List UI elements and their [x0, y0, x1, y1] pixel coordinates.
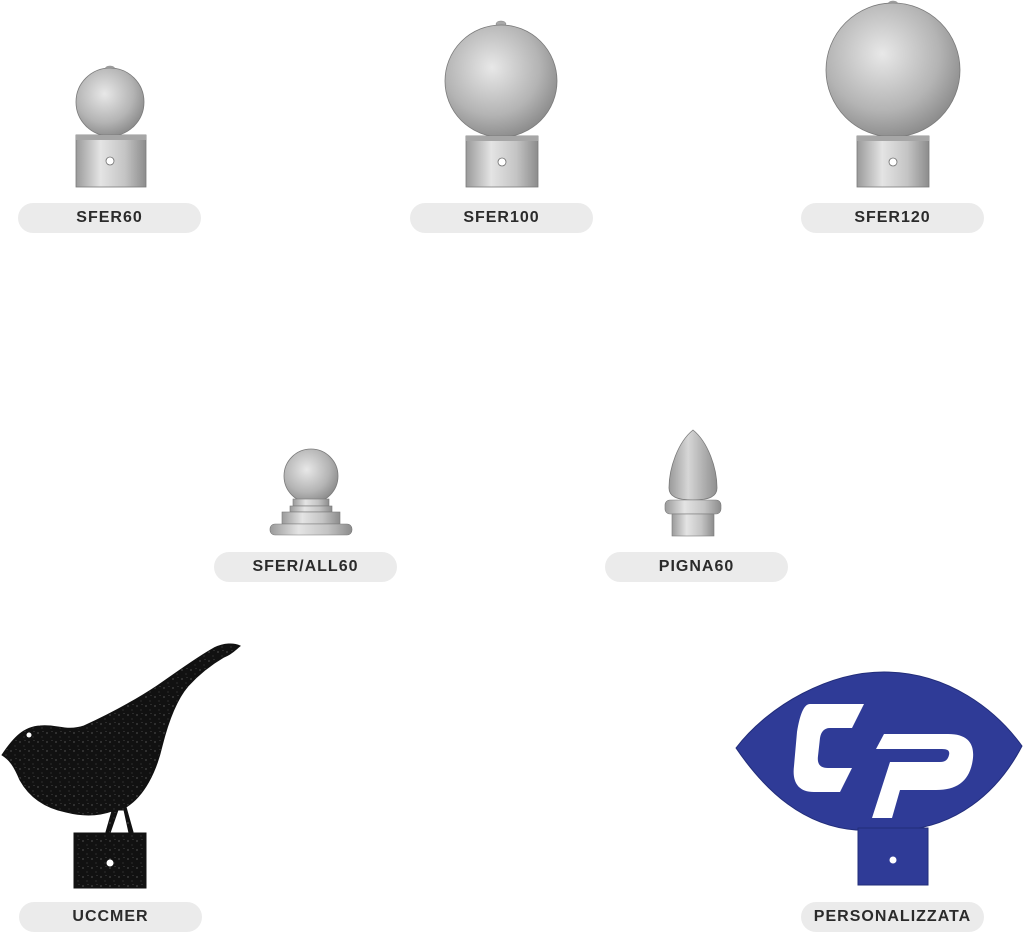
- sfer120-ball-cap-image: [825, 0, 961, 188]
- product-sfer100[interactable]: SFER100: [400, 0, 620, 240]
- pigna60-label[interactable]: PIGNA60: [605, 552, 788, 582]
- sfer60-label[interactable]: SFER60: [18, 203, 201, 233]
- product-sfer-all60[interactable]: SFER/ALL60: [210, 440, 410, 590]
- product-uccmer[interactable]: UCCMER: [0, 630, 260, 933]
- product-personalizzata[interactable]: PERSONALIZZATA: [730, 660, 1024, 933]
- uccmer-bird-silhouette-image: [1, 643, 241, 889]
- product-sfer120[interactable]: SFER120: [795, 0, 1015, 240]
- personalizzata-custom-logo-image: [735, 671, 1023, 886]
- sfer120-label[interactable]: SFER120: [801, 203, 984, 233]
- sfer-all60-label[interactable]: SFER/ALL60: [214, 552, 397, 582]
- product-pigna60[interactable]: PIGNA60: [600, 420, 800, 590]
- uccmer-label[interactable]: UCCMER: [19, 902, 202, 932]
- sfer60-ball-cap-image: [75, 65, 147, 188]
- sfer-all60-ball-cap-image: [269, 448, 353, 536]
- sfer100-ball-cap-image: [444, 20, 558, 188]
- personalizzata-label[interactable]: PERSONALIZZATA: [801, 902, 984, 932]
- pigna60-pine-cone-cap-image: [664, 429, 722, 537]
- sfer100-label[interactable]: SFER100: [410, 203, 593, 233]
- product-sfer60[interactable]: SFER60: [0, 0, 220, 240]
